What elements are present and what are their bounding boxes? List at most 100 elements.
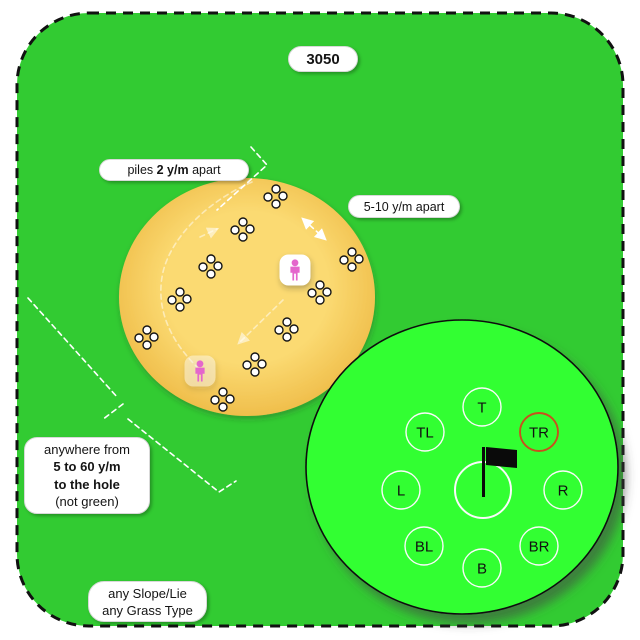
ball-icon [238, 232, 248, 242]
ball-icon [257, 359, 267, 369]
hole-circle [543, 470, 583, 510]
ball-icon [347, 262, 357, 272]
person-icon [291, 259, 299, 267]
piles-spacing-suffix: apart [188, 163, 221, 177]
flag-icon [482, 447, 517, 497]
hole-label: T [477, 400, 486, 417]
ball-icon [263, 192, 273, 202]
ball-icon [282, 317, 292, 327]
ball-icon [134, 333, 144, 343]
hole-label: BL [415, 539, 433, 556]
ball-icon [198, 262, 208, 272]
hole-circle [404, 526, 444, 566]
ball-pile [274, 317, 299, 342]
ball-icon [289, 324, 299, 334]
hole-circle [519, 526, 559, 566]
range-line2: 5 to 60 y/m [53, 459, 121, 474]
person-icon [195, 367, 205, 382]
ball-pile [242, 352, 267, 377]
piles-layer [134, 184, 364, 412]
hole-position-bl: BL [404, 526, 444, 566]
range-label: anywhere from 5 to 60 y/m to the hole (n… [24, 437, 150, 514]
conditions-line1: any Slope/Lie [108, 585, 187, 601]
hole-circle [405, 412, 445, 452]
hole-label: R [558, 483, 569, 500]
hole-position-tl: TL [405, 412, 445, 452]
row-spacing-text: 5-10 y/m apart [363, 199, 445, 214]
hole-position-tr: TR [519, 412, 559, 452]
ball-icon [175, 287, 185, 297]
ball-pile [198, 254, 223, 279]
person-icon [290, 266, 300, 281]
piles-spacing-label: piles 2 y/m apart [99, 159, 249, 181]
ball-icon [315, 295, 325, 305]
hole-circle [462, 387, 502, 427]
conditions-label: any Slope/Lie any Grass Type [88, 581, 207, 622]
range-line-tick [101, 403, 124, 421]
ball-icon [271, 199, 281, 209]
row-spacing-label: 5-10 y/m apart [348, 195, 460, 218]
ball-icon [354, 254, 364, 264]
walking-path-arrow-icon [237, 299, 284, 345]
piles-spacing-bold: 2 y/m [156, 163, 189, 177]
ball-icon [271, 184, 281, 194]
range-line4: (not green) [55, 494, 119, 509]
piles-spacing-prefix: piles [127, 163, 157, 177]
ball-icon [347, 247, 357, 257]
ball-icon [242, 360, 252, 370]
person-icon [196, 360, 204, 368]
ball-icon [213, 261, 223, 271]
walking-path-arrow-icon [199, 227, 220, 239]
ball-icon [218, 402, 228, 412]
ball-icon [230, 225, 240, 235]
hole-label: TL [416, 425, 434, 442]
hole-position-l: L [381, 470, 421, 510]
ball-icon [307, 288, 317, 298]
hole-label: L [397, 483, 405, 500]
ball-icon [278, 191, 288, 201]
ball-pile [134, 325, 159, 350]
hole-position-b: B [462, 548, 502, 588]
range-line-upper [27, 297, 119, 399]
hole-label: BR [529, 539, 550, 556]
range-line-lower [127, 418, 237, 493]
hole-circle [462, 548, 502, 588]
ball-icon [210, 395, 220, 405]
ball-pile [210, 387, 235, 412]
ball-pile [263, 184, 288, 209]
hole-position-t: T [462, 387, 502, 427]
hole-position-br: BR [519, 526, 559, 566]
player-marker [184, 355, 216, 387]
ball-icon [175, 302, 185, 312]
ball-pile [339, 247, 364, 272]
putting-green-surface [305, 319, 619, 615]
ball-icon [225, 394, 235, 404]
walking-path [160, 181, 253, 368]
row-spacing-arrow-icon [301, 217, 327, 241]
version-badge: 3050 [288, 46, 358, 72]
ball-icon [322, 287, 332, 297]
ball-icon [218, 387, 228, 397]
ball-icon [142, 325, 152, 335]
ball-icon [245, 224, 255, 234]
ball-icon [250, 367, 260, 377]
ball-pile [307, 280, 332, 305]
ball-pile [167, 287, 192, 312]
highlight-ring-icon [519, 412, 559, 452]
hole-position-r: R [543, 470, 583, 510]
persons-layer [184, 254, 311, 387]
range-line1: anywhere from [44, 441, 130, 457]
conditions-line2: any Grass Type [102, 602, 193, 618]
ball-icon [206, 269, 216, 279]
ball-icon [282, 332, 292, 342]
putting-green: T TL TR L R BL BR B [305, 319, 619, 615]
ball-pile [230, 217, 255, 242]
ball-icon [238, 217, 248, 227]
player-marker [279, 254, 311, 286]
ball-icon [149, 332, 159, 342]
ball-icon [250, 352, 260, 362]
hole-circle [381, 470, 421, 510]
ball-icon [274, 325, 284, 335]
